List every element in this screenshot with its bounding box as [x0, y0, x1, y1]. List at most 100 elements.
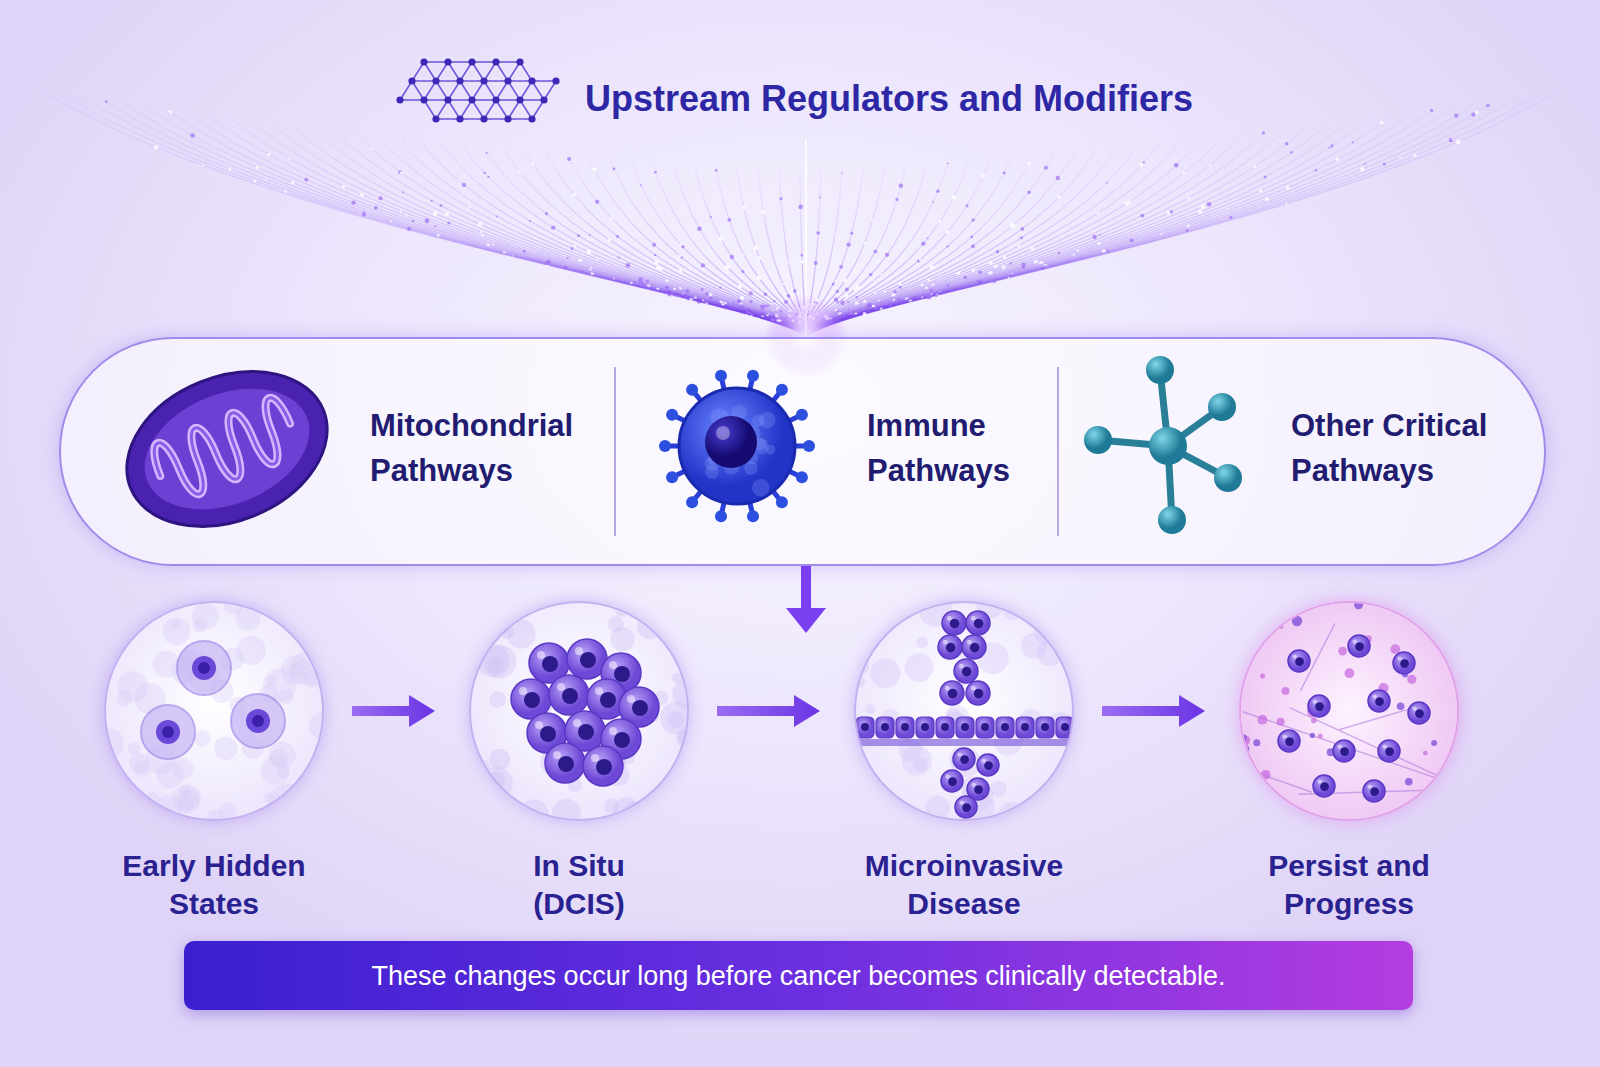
sparkle-dot [841, 172, 843, 174]
cell-highlight [1382, 744, 1386, 748]
sparkle-dot [480, 231, 482, 233]
network-dot [444, 58, 451, 65]
cell-nucleus [1021, 723, 1029, 731]
tissue-texture [106, 603, 112, 612]
caption-text: These changes occur long before cancer b… [372, 959, 1226, 993]
mitochondrion-inner [127, 366, 328, 532]
cell-nucleus [1400, 659, 1409, 668]
sparkle-dot [971, 244, 975, 248]
cell-highlight [1337, 744, 1341, 748]
molecule-atom [1214, 464, 1242, 492]
network-dot [552, 77, 559, 84]
sparkle-dot [1058, 252, 1060, 254]
tissue-texture [916, 636, 928, 648]
spread-dot [1427, 616, 1436, 625]
tissue-texture [172, 758, 194, 780]
sparkle-dot [458, 180, 460, 182]
tissue-texture [269, 783, 303, 817]
tissue-texture [1003, 603, 1024, 620]
tissue-drawing [1241, 603, 1457, 819]
light-ray [806, 156, 1032, 337]
network-dot [528, 115, 535, 122]
sparkle-dot [899, 184, 903, 188]
spread-dot [1354, 603, 1363, 609]
spread-dot [1310, 733, 1315, 738]
tissue-texture [214, 736, 238, 760]
cell-nucleus [558, 756, 574, 772]
cell-nucleus [1385, 747, 1394, 756]
sparkle-dot [753, 245, 758, 250]
sparkle-dot [1128, 200, 1131, 203]
sparkle-dot [1226, 207, 1228, 209]
cell-nucleus [1295, 657, 1304, 666]
light-ray [251, 121, 806, 337]
cell-nucleus [984, 761, 993, 770]
sparkle-dot [928, 279, 930, 281]
tissue-texture [121, 787, 140, 806]
caption-bar: These changes occur long before cancer b… [184, 941, 1413, 1010]
sparkle-dot [681, 245, 685, 249]
network-link [460, 118, 484, 120]
sparkle-dot [1253, 165, 1256, 168]
sparkle-dot [1315, 169, 1317, 171]
sparkle-dot [445, 212, 449, 216]
molecule-center [1149, 427, 1187, 465]
sparkle-dot [434, 225, 436, 227]
spread-dot [1423, 751, 1428, 756]
sparkle-dot [531, 162, 534, 165]
light-ray [420, 142, 806, 337]
sparkle-dot [1003, 256, 1006, 259]
sparkle-dot [1264, 176, 1267, 179]
network-dot [540, 96, 547, 103]
cell [941, 770, 963, 792]
sparkle-dot [402, 191, 404, 193]
sparkle-dot [1056, 176, 1060, 180]
network-dot [504, 115, 511, 122]
light-ray [230, 118, 806, 337]
tissue-texture [475, 759, 490, 774]
light-ray [61, 93, 806, 337]
cell-highlight [959, 664, 964, 669]
cell [1348, 635, 1370, 657]
tissue-texture [270, 749, 288, 767]
cell-highlight [573, 719, 581, 727]
sparkle-dot [884, 291, 886, 293]
sparkle-dot [741, 270, 744, 273]
cell-highlight [1367, 784, 1371, 788]
epithelial-cell [1036, 717, 1054, 738]
sparkle-dot [1262, 131, 1265, 134]
tissue-texture [856, 655, 869, 676]
cell-highlight [943, 640, 948, 645]
cell [1393, 652, 1415, 674]
cell-highlight [1372, 694, 1376, 698]
light-ray [336, 132, 806, 337]
cell [1313, 775, 1335, 797]
spread-dot [1311, 718, 1317, 724]
sparkle-dot [1183, 172, 1186, 175]
cell-nucleus [962, 803, 971, 812]
sparkle-dot [267, 153, 270, 156]
sparkle-dot [1010, 223, 1015, 228]
stage-label: Persist and Progress [1229, 847, 1469, 923]
hidden-cell-core [252, 715, 264, 727]
sparkle-dot [1097, 212, 1100, 215]
sparkle-dot [1003, 172, 1006, 175]
sparkle-dot [743, 253, 745, 255]
cell-highlight [537, 651, 545, 659]
sparkle-dot [930, 265, 934, 269]
epithelial-cell [896, 717, 914, 738]
network-link [436, 118, 460, 120]
spread-dot [1258, 715, 1268, 725]
cell-nucleus [901, 723, 909, 731]
cell-nucleus [881, 723, 889, 731]
light-ray [806, 155, 1053, 337]
down-arrow [786, 566, 826, 633]
pathway-item: Immune Pathways [867, 404, 1099, 494]
cell-highlight [1397, 656, 1401, 660]
cell [954, 659, 978, 683]
sparkle-dot [874, 292, 876, 294]
tissue-texture [913, 757, 928, 772]
cell-highlight [971, 782, 975, 786]
cell [1333, 740, 1355, 762]
tissue-texture [519, 800, 549, 820]
